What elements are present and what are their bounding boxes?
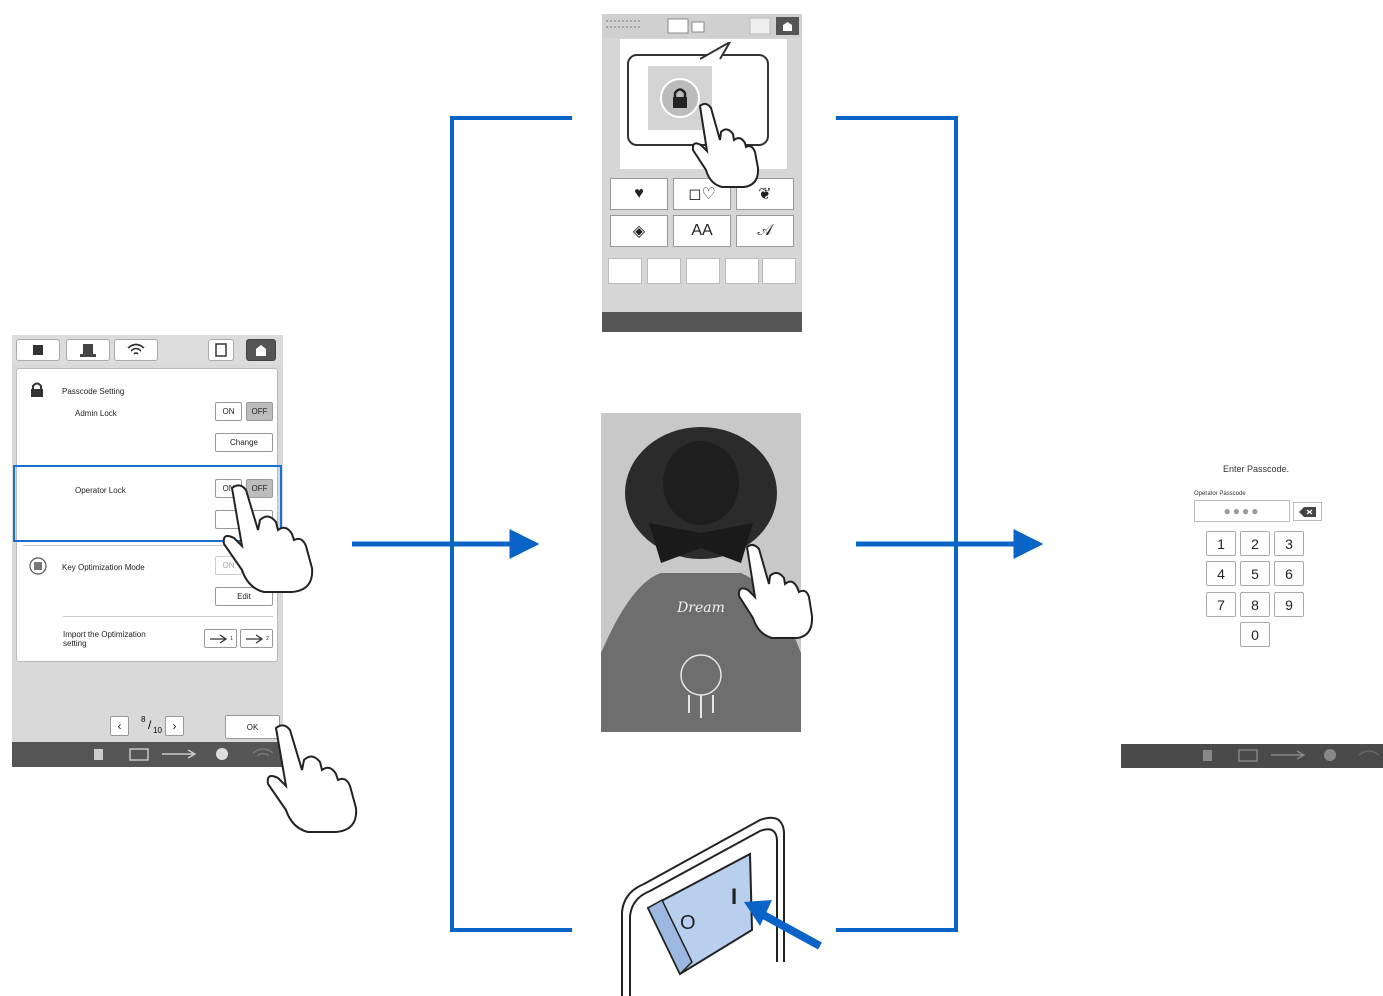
import-label-line2: setting	[63, 639, 87, 648]
ok-button[interactable]: OK	[225, 715, 280, 739]
prev-page-button[interactable]: ‹	[110, 716, 129, 736]
operator-passcode-label: Operator Passcode	[1194, 491, 1246, 497]
usb-source-2-button[interactable]	[686, 258, 720, 284]
usb-port-1-button[interactable]: 1	[204, 629, 237, 648]
passcode-input[interactable]: ●●●●	[1194, 500, 1290, 522]
frame-icon	[215, 343, 227, 357]
monogram-pattern-button[interactable]: ◈	[610, 215, 668, 247]
lock-icon	[31, 382, 43, 397]
usb-1-subscript: 1	[230, 635, 233, 642]
settings-tab-bar	[12, 335, 283, 365]
wifi-icon	[127, 343, 145, 355]
press-arrow-icon	[744, 900, 822, 950]
next-page-button[interactable]: ›	[165, 716, 184, 736]
admin-change-button[interactable]: Change	[215, 433, 273, 452]
hand-pointer-icon	[266, 724, 358, 833]
admin-lock-on-button[interactable]: ON	[215, 402, 242, 421]
switch-off-symbol: O	[680, 912, 696, 934]
computer-source-button[interactable]	[725, 258, 759, 284]
clock-icon	[216, 748, 228, 760]
passcode-setting-title: Passcode Setting	[62, 387, 125, 396]
tab-machine[interactable]	[66, 339, 110, 361]
tab-embroidery[interactable]	[16, 339, 60, 361]
key-optimization-icon	[29, 557, 47, 575]
key-optimization-label: Key Optimization Mode	[62, 563, 145, 572]
key-1[interactable]: 1	[1206, 531, 1236, 556]
switch-on-symbol: I	[731, 884, 738, 909]
letters-pattern-button[interactable]: AA	[673, 215, 731, 247]
admin-lock-label: Admin Lock	[75, 409, 117, 418]
machine-source-button[interactable]	[608, 258, 642, 284]
key-4[interactable]: 4	[1206, 561, 1236, 586]
usb-icon	[210, 633, 228, 644]
right-bracket	[836, 116, 958, 932]
power-switch	[621, 816, 785, 996]
lock-icon	[673, 88, 687, 108]
passcode-screen: Enter Passcode. Operator Passcode ●●●● 1…	[1121, 440, 1383, 768]
home-icon	[256, 345, 266, 356]
key-optimization-edit-button[interactable]: Edit	[215, 587, 273, 606]
usb-2-subscript: 2	[266, 635, 269, 642]
divider	[23, 545, 273, 546]
key-7[interactable]: 7	[1206, 592, 1236, 617]
hand-pointer-icon	[691, 102, 760, 188]
status-bar	[12, 742, 283, 767]
thread-icon	[1271, 750, 1306, 760]
divider	[63, 616, 273, 617]
backspace-icon	[1298, 506, 1316, 517]
frame-button[interactable]	[208, 339, 234, 361]
key-6[interactable]: 6	[1274, 561, 1304, 586]
top-status-bar	[602, 14, 802, 38]
page-number: 8	[141, 715, 146, 724]
settings-panel: Passcode Setting Admin Lock ON OFF Chang…	[16, 368, 278, 662]
document-icon	[1203, 750, 1212, 761]
key-8[interactable]: 8	[1240, 592, 1270, 617]
callout-pointer	[700, 42, 732, 60]
operator-lock-off-button[interactable]: OFF	[246, 479, 273, 498]
screen-lock-button[interactable]	[660, 78, 700, 118]
status-bar	[602, 312, 802, 332]
page-total: 10	[153, 726, 162, 735]
status-bar	[1121, 744, 1383, 768]
import-label-line1: Import the Optimization	[63, 630, 146, 639]
help-icon	[129, 748, 149, 761]
operator-lock-highlight	[13, 465, 282, 542]
page-slash: /	[148, 718, 152, 732]
usb-icon	[246, 633, 264, 644]
hand-pointer-icon	[737, 543, 814, 639]
key-2[interactable]: 2	[1240, 531, 1270, 556]
wireless-source-button[interactable]	[762, 258, 796, 284]
help-icon	[1238, 749, 1258, 762]
page-indicator: 8 / 10	[135, 715, 175, 739]
usb-port-2-button[interactable]: 2	[240, 629, 273, 648]
key-5[interactable]: 5	[1240, 561, 1270, 586]
wifi-status-icon	[1358, 750, 1380, 756]
passcode-title: Enter Passcode.	[1222, 464, 1290, 474]
machine-icon	[80, 344, 96, 357]
thread-icon	[162, 749, 197, 759]
operator-lock-label: Operator Lock	[75, 486, 126, 495]
embroidered-text: Dream	[677, 600, 725, 616]
script-pattern-button[interactable]: 𝒜	[736, 215, 794, 247]
embroidery-icon	[33, 345, 43, 355]
clock-icon	[1324, 749, 1336, 761]
usb-source-1-button[interactable]	[647, 258, 681, 284]
admin-lock-off-button[interactable]: OFF	[246, 402, 273, 421]
key-0[interactable]: 0	[1240, 622, 1270, 647]
left-bracket	[450, 116, 572, 932]
wifi-status-icon	[252, 748, 274, 757]
hand-pointer-icon	[222, 484, 314, 593]
settings-screen: Passcode Setting Admin Lock ON OFF Chang…	[12, 335, 283, 767]
heart-pattern-button[interactable]: ♥	[610, 178, 668, 210]
backspace-button[interactable]	[1293, 502, 1322, 521]
key-3[interactable]: 3	[1274, 531, 1304, 556]
home-button[interactable]	[246, 339, 276, 361]
tab-wifi[interactable]	[114, 339, 158, 361]
document-icon	[94, 749, 103, 760]
key-9[interactable]: 9	[1274, 592, 1304, 617]
